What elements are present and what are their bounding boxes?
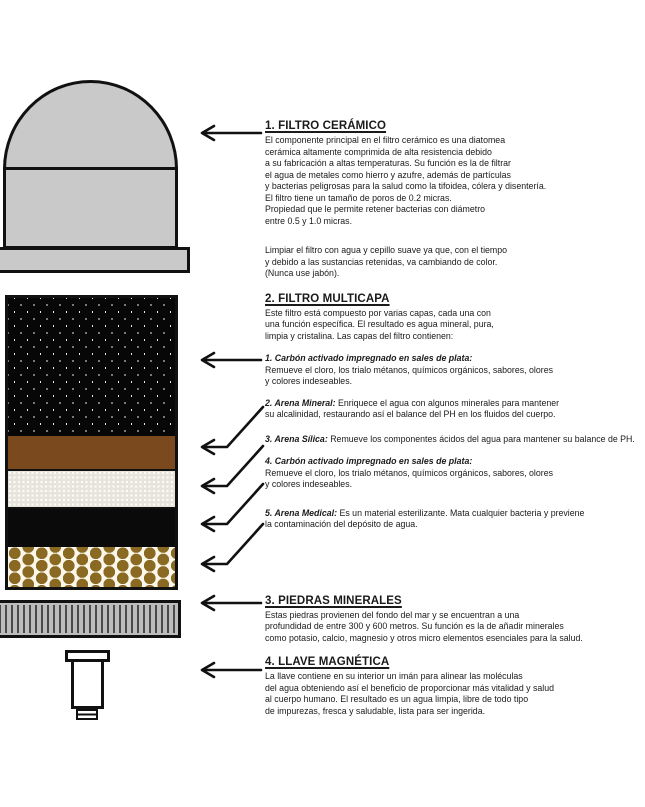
layer-mineral-sand bbox=[8, 436, 175, 471]
arrow-silica-layer-icon bbox=[200, 444, 265, 495]
layer-item-2: 2. Arena Mineral: Enriquece el agua con … bbox=[265, 398, 641, 421]
section-3-body: Estas piedras provienen del fondo del ma… bbox=[265, 609, 583, 643]
layer-medical-sand bbox=[8, 547, 175, 587]
ceramic-filter-flange bbox=[0, 247, 190, 273]
layer-item-2-body: Enriquece el agua con algunos minerales … bbox=[265, 397, 560, 420]
layer-item-5: 5. Arena Medical: Es un material esteril… bbox=[265, 508, 641, 531]
magnetic-valve-body bbox=[71, 659, 104, 709]
section-3-heading: 3. PIEDRAS MINERALES bbox=[265, 594, 402, 607]
arrow-carbon-layer-2-icon bbox=[200, 482, 265, 533]
arrow-magnetic-valve-icon bbox=[200, 661, 263, 679]
section-4-body: La llave contiene en su interior un imán… bbox=[265, 671, 555, 716]
layer-item-1-title: 1. Carbón activado impregnado en sales d… bbox=[265, 353, 473, 363]
mineral-stones-bar bbox=[0, 600, 181, 638]
section-1-paragraph-1: El componente principal en el filtro cer… bbox=[265, 135, 547, 226]
arrow-mineral-stones-icon bbox=[200, 594, 263, 612]
arrow-ceramic-filter-icon bbox=[200, 124, 263, 142]
arrow-mineral-sand-layer-icon bbox=[200, 405, 265, 456]
layer-item-4-body: Remueve el cloro, los trialo métanos, qu… bbox=[265, 467, 553, 490]
arrow-carbon-layer-1-icon bbox=[200, 351, 263, 369]
arrow-medical-sand-layer-icon bbox=[200, 522, 265, 573]
ceramic-filter-dome bbox=[3, 80, 178, 169]
layer-item-1: 1. Carbón activado impregnado en sales d… bbox=[265, 353, 641, 388]
layer-item-5-title: 5. Arena Medical: bbox=[265, 507, 338, 518]
layer-item-2-title: 2. Arena Mineral: bbox=[265, 397, 336, 408]
layer-item-3-title: 3. Arena Sílica: bbox=[265, 433, 328, 444]
layer-item-4: 4. Carbón activado impregnado en sales d… bbox=[265, 456, 641, 491]
layer-item-3: 3. Arena Sílica: Remueve los componentes… bbox=[265, 434, 641, 446]
section-4-heading: 4. LLAVE MAGNÉTICA bbox=[265, 656, 390, 668]
section-1-paragraph-2: Limpiar el filtro con agua y cepillo sua… bbox=[265, 245, 508, 278]
section-2-heading: 2. FILTRO MULTICAPA bbox=[265, 292, 390, 305]
magnetic-valve-tip bbox=[76, 709, 98, 720]
multilayer-cartridge bbox=[5, 295, 178, 590]
layer-item-4-title: 4. Carbón activado impregnado en sales d… bbox=[265, 456, 473, 466]
description-column: 1. FILTRO CERÁMICO El componente princip… bbox=[265, 120, 641, 717]
layer-silica-sand bbox=[8, 471, 175, 509]
section-2-intro: Este filtro está compuesto por varias ca… bbox=[265, 307, 494, 341]
layer-item-1-body: Remueve el cloro, los trialo métanos, qu… bbox=[265, 364, 553, 387]
layer-activated-carbon-1 bbox=[8, 298, 175, 436]
layer-activated-carbon-2 bbox=[8, 509, 175, 547]
section-1-heading: 1. FILTRO CERÁMICO bbox=[265, 120, 387, 132]
layer-item-3-body: Remueve los componentes ácidos del agua … bbox=[327, 433, 635, 444]
layer-item-5-body: Es un material esterilizante. Mata cualq… bbox=[265, 507, 585, 530]
ceramic-filter-body bbox=[3, 167, 178, 249]
